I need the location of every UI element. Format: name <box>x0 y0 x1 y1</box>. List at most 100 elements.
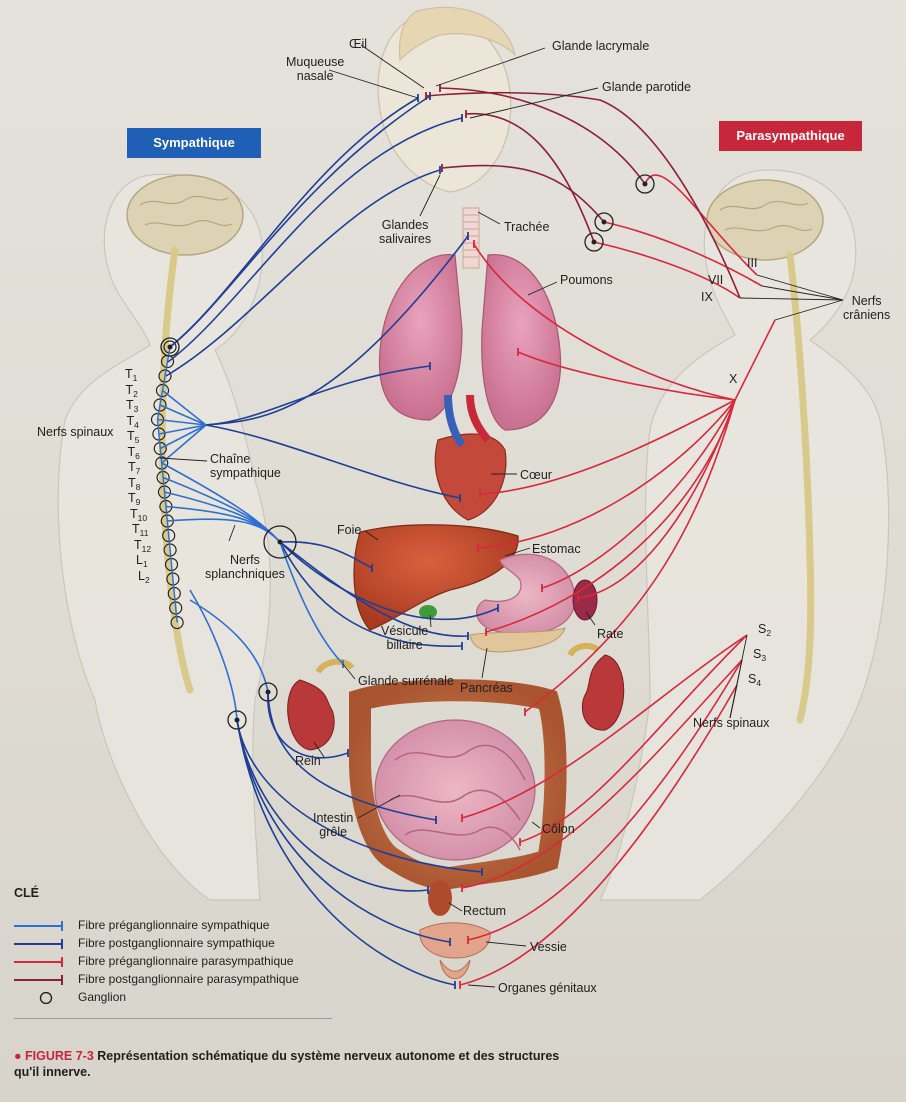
right-spinal-cord <box>786 251 815 724</box>
label-poumons: Poumons <box>560 273 613 287</box>
label-glande-lacrymale: Glande lacrymale <box>552 39 650 53</box>
vertebra-label: T12 <box>134 537 152 554</box>
para-fibre-liver <box>477 399 736 549</box>
para-fibre-rectum <box>461 659 743 889</box>
symp-fibre-genitals <box>236 719 456 986</box>
label-nerfs-craniens: Nerfs crâniens <box>843 294 891 322</box>
vertebra-label: T4 <box>126 413 139 430</box>
vertebra-label: L2 <box>138 568 150 585</box>
ganglion-marker <box>258 682 278 702</box>
key-label-para-pre: Fibre préganglionnaire parasympathique <box>78 954 294 968</box>
heart <box>434 394 507 521</box>
key-swatch-symp-post <box>14 939 63 949</box>
symp-fibre-nasal <box>169 97 419 348</box>
para-fibre-lungs <box>517 351 736 401</box>
gallbladder <box>419 605 437 619</box>
label-vesicule: Vésicule biliaire <box>381 624 429 652</box>
figure-caption: ● FIGURE 7-3 Représentation schématique … <box>14 1048 574 1080</box>
sacral-label: S2 <box>758 622 772 638</box>
label-pancreas: Pancréas <box>460 681 513 695</box>
symp-fibre-kidney <box>267 691 349 759</box>
label-nerfs-splanchniques: Nerfs splanchniques <box>205 553 285 581</box>
symp-fibre-liver <box>279 540 373 569</box>
symp-pre-fibre <box>159 404 207 426</box>
ganglion-marker <box>635 174 655 194</box>
ganglion-dot <box>167 344 173 350</box>
vertebra-label: T8 <box>128 475 141 492</box>
liver <box>353 524 519 631</box>
chain-ganglion <box>153 398 167 412</box>
label-organes-genitaux: Organes génitaux <box>498 981 597 995</box>
para-fibre-lacrimal <box>439 87 646 185</box>
label-glandes-salivaires: Glandes salivaires <box>379 218 432 246</box>
right-kidney <box>567 642 625 731</box>
spleen <box>572 579 598 621</box>
key-swatch-para-pre <box>14 957 63 967</box>
label-rein: Rein <box>295 754 321 768</box>
para-fibre-ix <box>593 241 741 299</box>
symp-fibre-lungs <box>205 365 431 426</box>
ganglion-dot <box>265 689 271 695</box>
chain-trunk <box>156 346 178 623</box>
key-title: CLÉ <box>14 886 39 900</box>
symp-fibre-spleen <box>279 541 499 621</box>
label-rectum: Rectum <box>463 904 507 918</box>
vertebra-label: T6 <box>127 444 140 461</box>
ganglion-dot <box>642 181 648 187</box>
right-body-silhouette <box>599 169 890 901</box>
pancreas <box>469 627 566 653</box>
symp-fibre-salivary <box>165 169 441 377</box>
symp-fibre-intestine <box>267 691 437 821</box>
chain-ganglion <box>163 340 177 354</box>
caption-text: Représentation schématique du système ne… <box>14 1049 560 1079</box>
symp-pre-fibre <box>159 424 207 450</box>
label-cranial-x: X <box>729 372 738 386</box>
symp-fibre-bladder <box>236 719 451 943</box>
genitals <box>439 959 471 980</box>
para-fibre-salivary <box>441 164 605 223</box>
ganglia <box>160 174 655 730</box>
lungs <box>378 254 562 431</box>
symp-splanchnic <box>167 518 281 543</box>
ganglion-dot <box>234 717 240 723</box>
label-oeil: Œil <box>349 37 368 51</box>
para-fibre-pancreas <box>485 399 736 633</box>
symp-pre-lumbar-2 <box>189 599 269 693</box>
ganglion-marker <box>584 232 604 252</box>
vertebra-label: L1 <box>136 553 148 569</box>
label-nerfs-spinaux-right: Nerfs spinaux <box>693 716 770 730</box>
left-kidney <box>287 658 355 751</box>
left-spinal-cord <box>158 246 194 694</box>
nerve-fibres <box>157 84 776 989</box>
ganglion-dot <box>591 239 597 245</box>
label-estomac: Estomac <box>532 542 581 556</box>
vertebra-label: T10 <box>130 506 148 523</box>
vertebra-label: T5 <box>127 429 140 445</box>
symp-pre-fibre <box>161 424 207 464</box>
para-fibre-heart <box>479 399 736 495</box>
vertebra-label: T1 <box>125 367 138 383</box>
key-swatch-symp-pre <box>14 921 63 931</box>
label-glande-parotide: Glande parotide <box>602 80 691 94</box>
key-label-symp-post: Fibre postganglionnaire sympathique <box>78 936 275 950</box>
label-intestin: Intestin grêle <box>313 811 354 839</box>
label-nerfs-spinaux-left: Nerfs spinaux <box>37 425 114 439</box>
key-label-ganglion: Ganglion <box>78 990 127 1004</box>
label-muqueuse: Muqueuse nasale <box>286 55 345 83</box>
top-head-silhouette <box>377 6 517 193</box>
left-brain <box>126 174 244 256</box>
symp-pre-fibre <box>158 424 207 435</box>
key-label-para-post: Fibre postganglionnaire parasympathique <box>78 972 299 986</box>
label-coeur: Cœur <box>520 468 552 482</box>
label-cranial-iii: III <box>747 256 758 270</box>
para-fibre-vagus <box>734 319 776 401</box>
vertebra-label: T2 <box>125 382 138 399</box>
ganglion-marker <box>227 710 247 730</box>
key-swatch-ganglion <box>39 992 53 1004</box>
ganglion-marker <box>594 212 614 232</box>
symp-fibre-stomach <box>279 541 469 637</box>
label-trachee: Trachée <box>504 220 550 234</box>
label-vessie: Vessie <box>530 940 567 954</box>
vertebra-label: T7 <box>128 460 141 476</box>
chain-ganglion <box>155 383 170 398</box>
